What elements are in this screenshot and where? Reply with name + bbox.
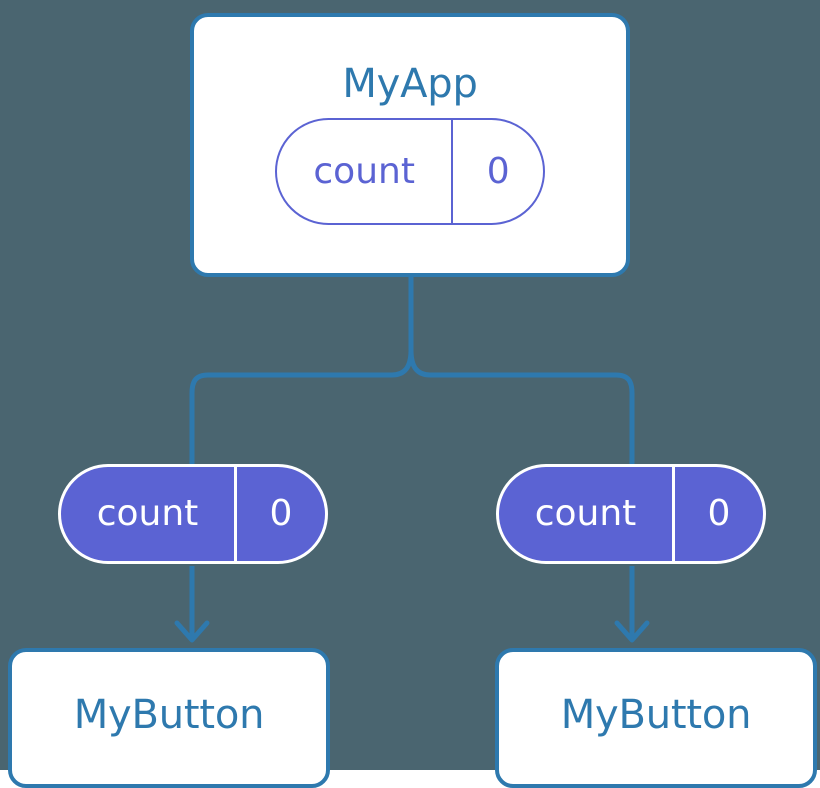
branch-right-state-key: count	[534, 493, 637, 534]
arrow-right-head-icon	[614, 620, 650, 643]
root-state-key: count	[313, 150, 415, 192]
branch-right-state-pill: count 0	[496, 464, 766, 564]
branch-left-state-value: 0	[234, 467, 325, 561]
child-component-card-left: MyButton	[8, 648, 330, 788]
trunk-connector	[189, 277, 635, 464]
arrow-right-state-to-child	[614, 566, 650, 643]
arrow-left-head-icon	[174, 620, 210, 643]
branch-left-path	[189, 349, 414, 464]
root-state-value: 0	[451, 120, 543, 223]
root-component-card: MyApp count 0	[190, 13, 630, 277]
root-state-pill: count 0	[275, 118, 545, 225]
child-component-title-right: MyButton	[560, 692, 752, 738]
arrow-left-state-to-child	[174, 566, 210, 643]
branch-left-state-key: count	[96, 493, 199, 534]
branch-right-path	[408, 349, 635, 464]
child-component-title-left: MyButton	[73, 692, 265, 738]
child-component-card-right: MyButton	[495, 648, 817, 788]
branch-right-state-value: 0	[672, 467, 763, 561]
root-component-title: MyApp	[342, 61, 478, 107]
branch-left-state-pill: count 0	[58, 464, 328, 564]
